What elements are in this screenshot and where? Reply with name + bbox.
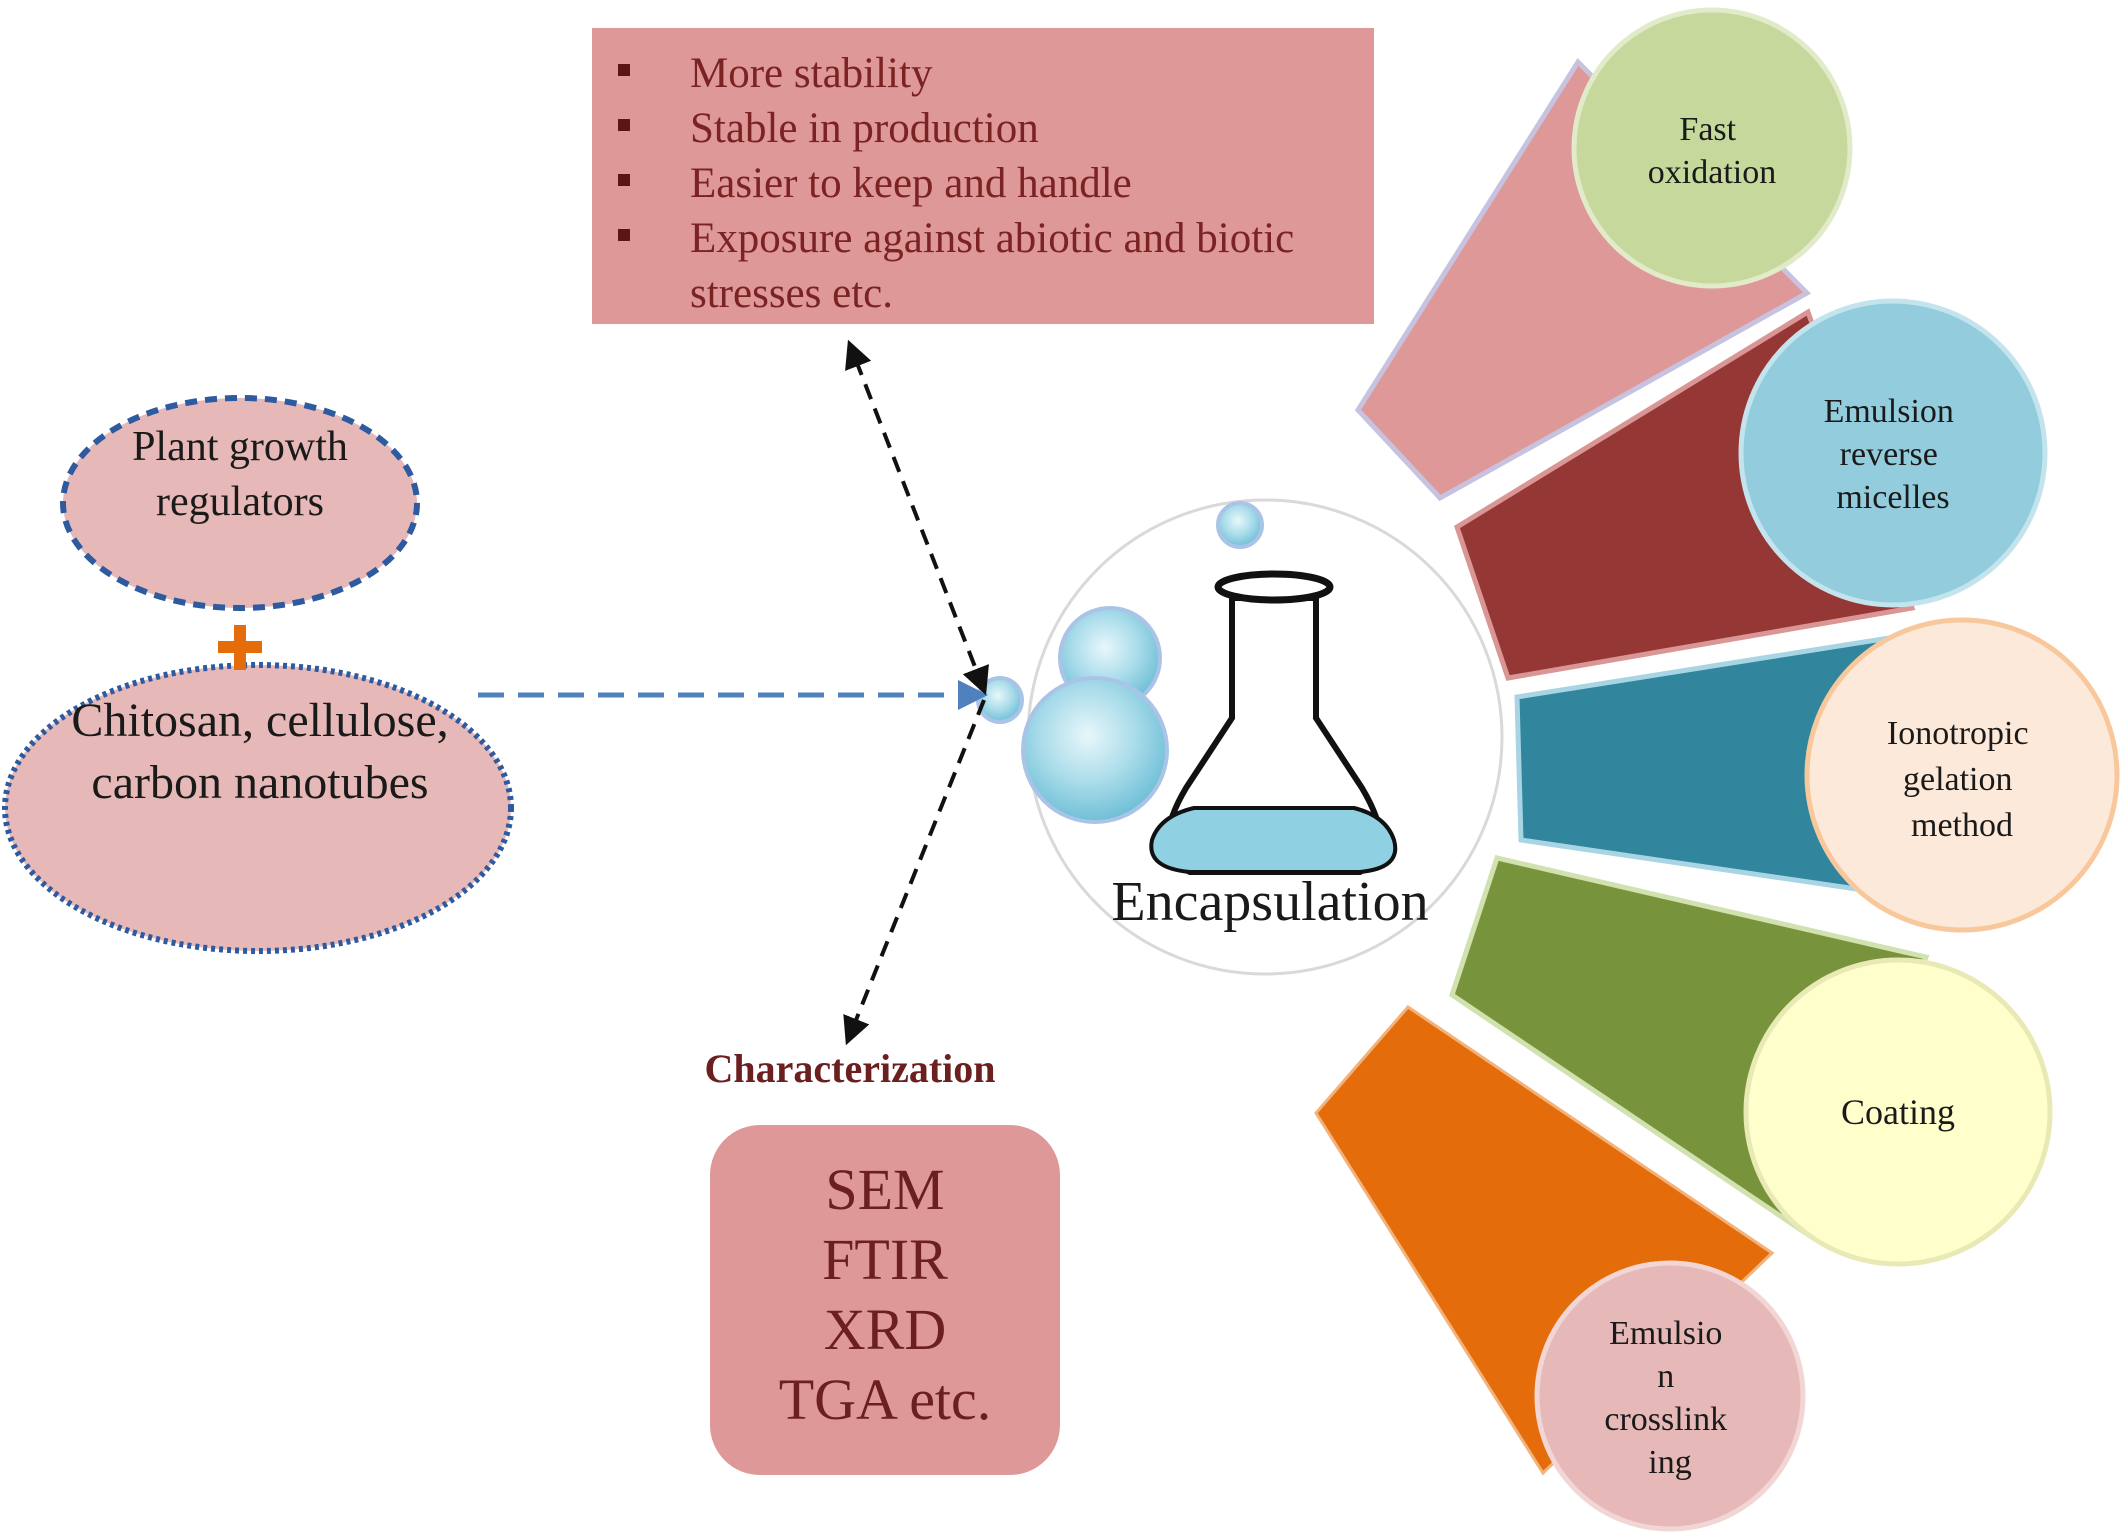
- method-label-coating: Coating: [1841, 1092, 1955, 1132]
- circle-emulsion-reverse-micelles: [1738, 298, 2048, 608]
- method-0-line-1: oxidation: [1648, 154, 1776, 191]
- method-4-line-3: ing: [1648, 1444, 1691, 1481]
- circle-ionotropic-gelation: [1804, 617, 2120, 933]
- benefit-item: Exposure against abiotic and biotic stre…: [618, 211, 1344, 321]
- method-2-line-2: method: [1911, 807, 2013, 844]
- method-label-emulsion-reverse-micelles: Emulsion reverse micelles: [1824, 393, 1963, 516]
- method-3-line-0: Coating: [1841, 1092, 1955, 1132]
- characterization-arrow: [843, 699, 986, 1046]
- carriers-label: Chitosan, cellulose, carbon nanotubes: [71, 694, 449, 809]
- benefits-list: More stability Stable in production Easi…: [592, 28, 1374, 321]
- bubble-icon: [1021, 676, 1169, 824]
- technique-item: TGA etc.: [778, 1367, 992, 1432]
- benefit-item: More stability: [618, 46, 1344, 101]
- method-label-emulsion-crosslinking: Emulsio n crosslink ing: [1604, 1315, 1735, 1481]
- method-0-line-0: Fast: [1679, 111, 1736, 148]
- encapsulation-label: Encapsulation: [1111, 871, 1429, 933]
- flask-icon: [1149, 570, 1398, 875]
- pgr-label: Plant growth regulators: [132, 424, 348, 525]
- benefits-double-arrow: [845, 339, 989, 696]
- bubble-icon: [1216, 501, 1264, 549]
- method-4-line-1: n: [1657, 1358, 1674, 1395]
- method-2-line-1: gelation: [1903, 761, 2013, 798]
- method-4-line-0: Emulsio: [1609, 1315, 1722, 1352]
- method-1-line-0: Emulsion: [1824, 393, 1954, 430]
- method-1-line-2: micelles: [1836, 479, 1949, 516]
- technique-item: SEM: [825, 1157, 945, 1222]
- circle-emulsion-crosslinking: [1534, 1260, 1806, 1532]
- plus-icon: [218, 625, 262, 670]
- bubble-icon: [976, 676, 1024, 724]
- method-label-ionotropic-gelation: Ionotropic gelation method: [1887, 715, 2037, 844]
- method-1-line-1: reverse: [1840, 436, 1938, 473]
- carriers-ellipse: [2, 662, 514, 954]
- pgr-ellipse: [60, 395, 420, 611]
- benefit-item: Easier to keep and handle: [618, 156, 1344, 211]
- method-4-line-2: crosslink: [1604, 1401, 1727, 1438]
- technique-item: XRD: [823, 1297, 947, 1362]
- technique-item: FTIR: [822, 1227, 948, 1292]
- method-label-fast-oxidation: Fast oxidation: [1648, 111, 1776, 191]
- circle-fast-oxidation: [1571, 7, 1853, 289]
- method-2-line-0: Ionotropic: [1887, 715, 2029, 752]
- characterization-box: SEM FTIR XRD TGA etc.: [710, 1125, 1060, 1475]
- characterization-title: Characterization: [704, 1046, 996, 1091]
- benefit-item: Stable in production: [618, 101, 1344, 156]
- benefits-box: More stability Stable in production Easi…: [592, 28, 1374, 324]
- circle-coating: [1743, 957, 2053, 1267]
